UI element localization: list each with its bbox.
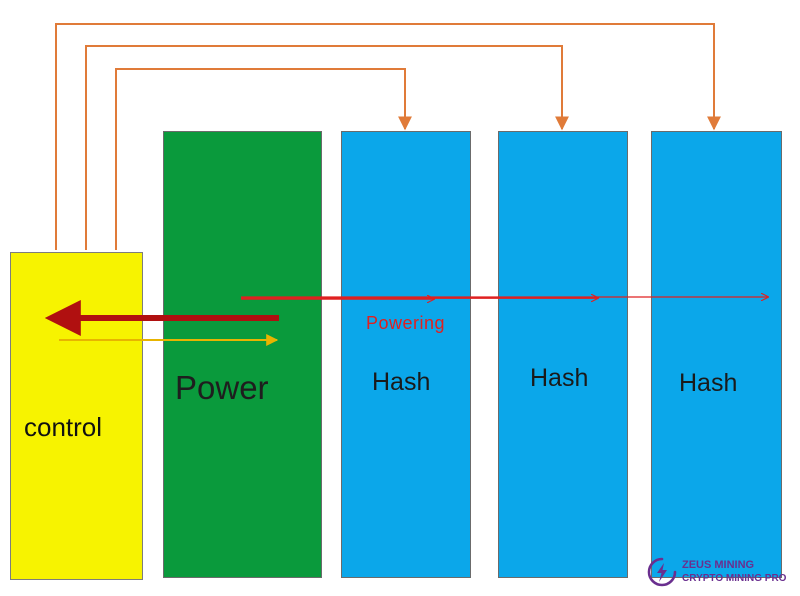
hash-block-2 [498,131,628,578]
power-label: Power [175,369,269,406]
power-block [163,131,322,578]
hash-label-1: Hash [372,368,431,396]
watermark-logo: ZEUS MINING CRYPTO MINING PRO [646,556,796,590]
control-label: control [24,412,103,442]
hash-block-3 [651,131,782,578]
signal-line-hash-2 [85,45,569,250]
hash-label-3: Hash [679,369,738,397]
logo-text-primary: ZEUS MINING [682,559,755,571]
signal-line-hash-1 [115,68,412,250]
powering-label: Powering [366,313,446,333]
signal-line-hash-3 [55,23,721,250]
logo-text-secondary: CRYPTO MINING PRO [682,573,787,584]
lightning-bolt-icon [647,557,677,587]
hash-block-1 [341,131,471,578]
hash-label-2: Hash [530,364,589,392]
